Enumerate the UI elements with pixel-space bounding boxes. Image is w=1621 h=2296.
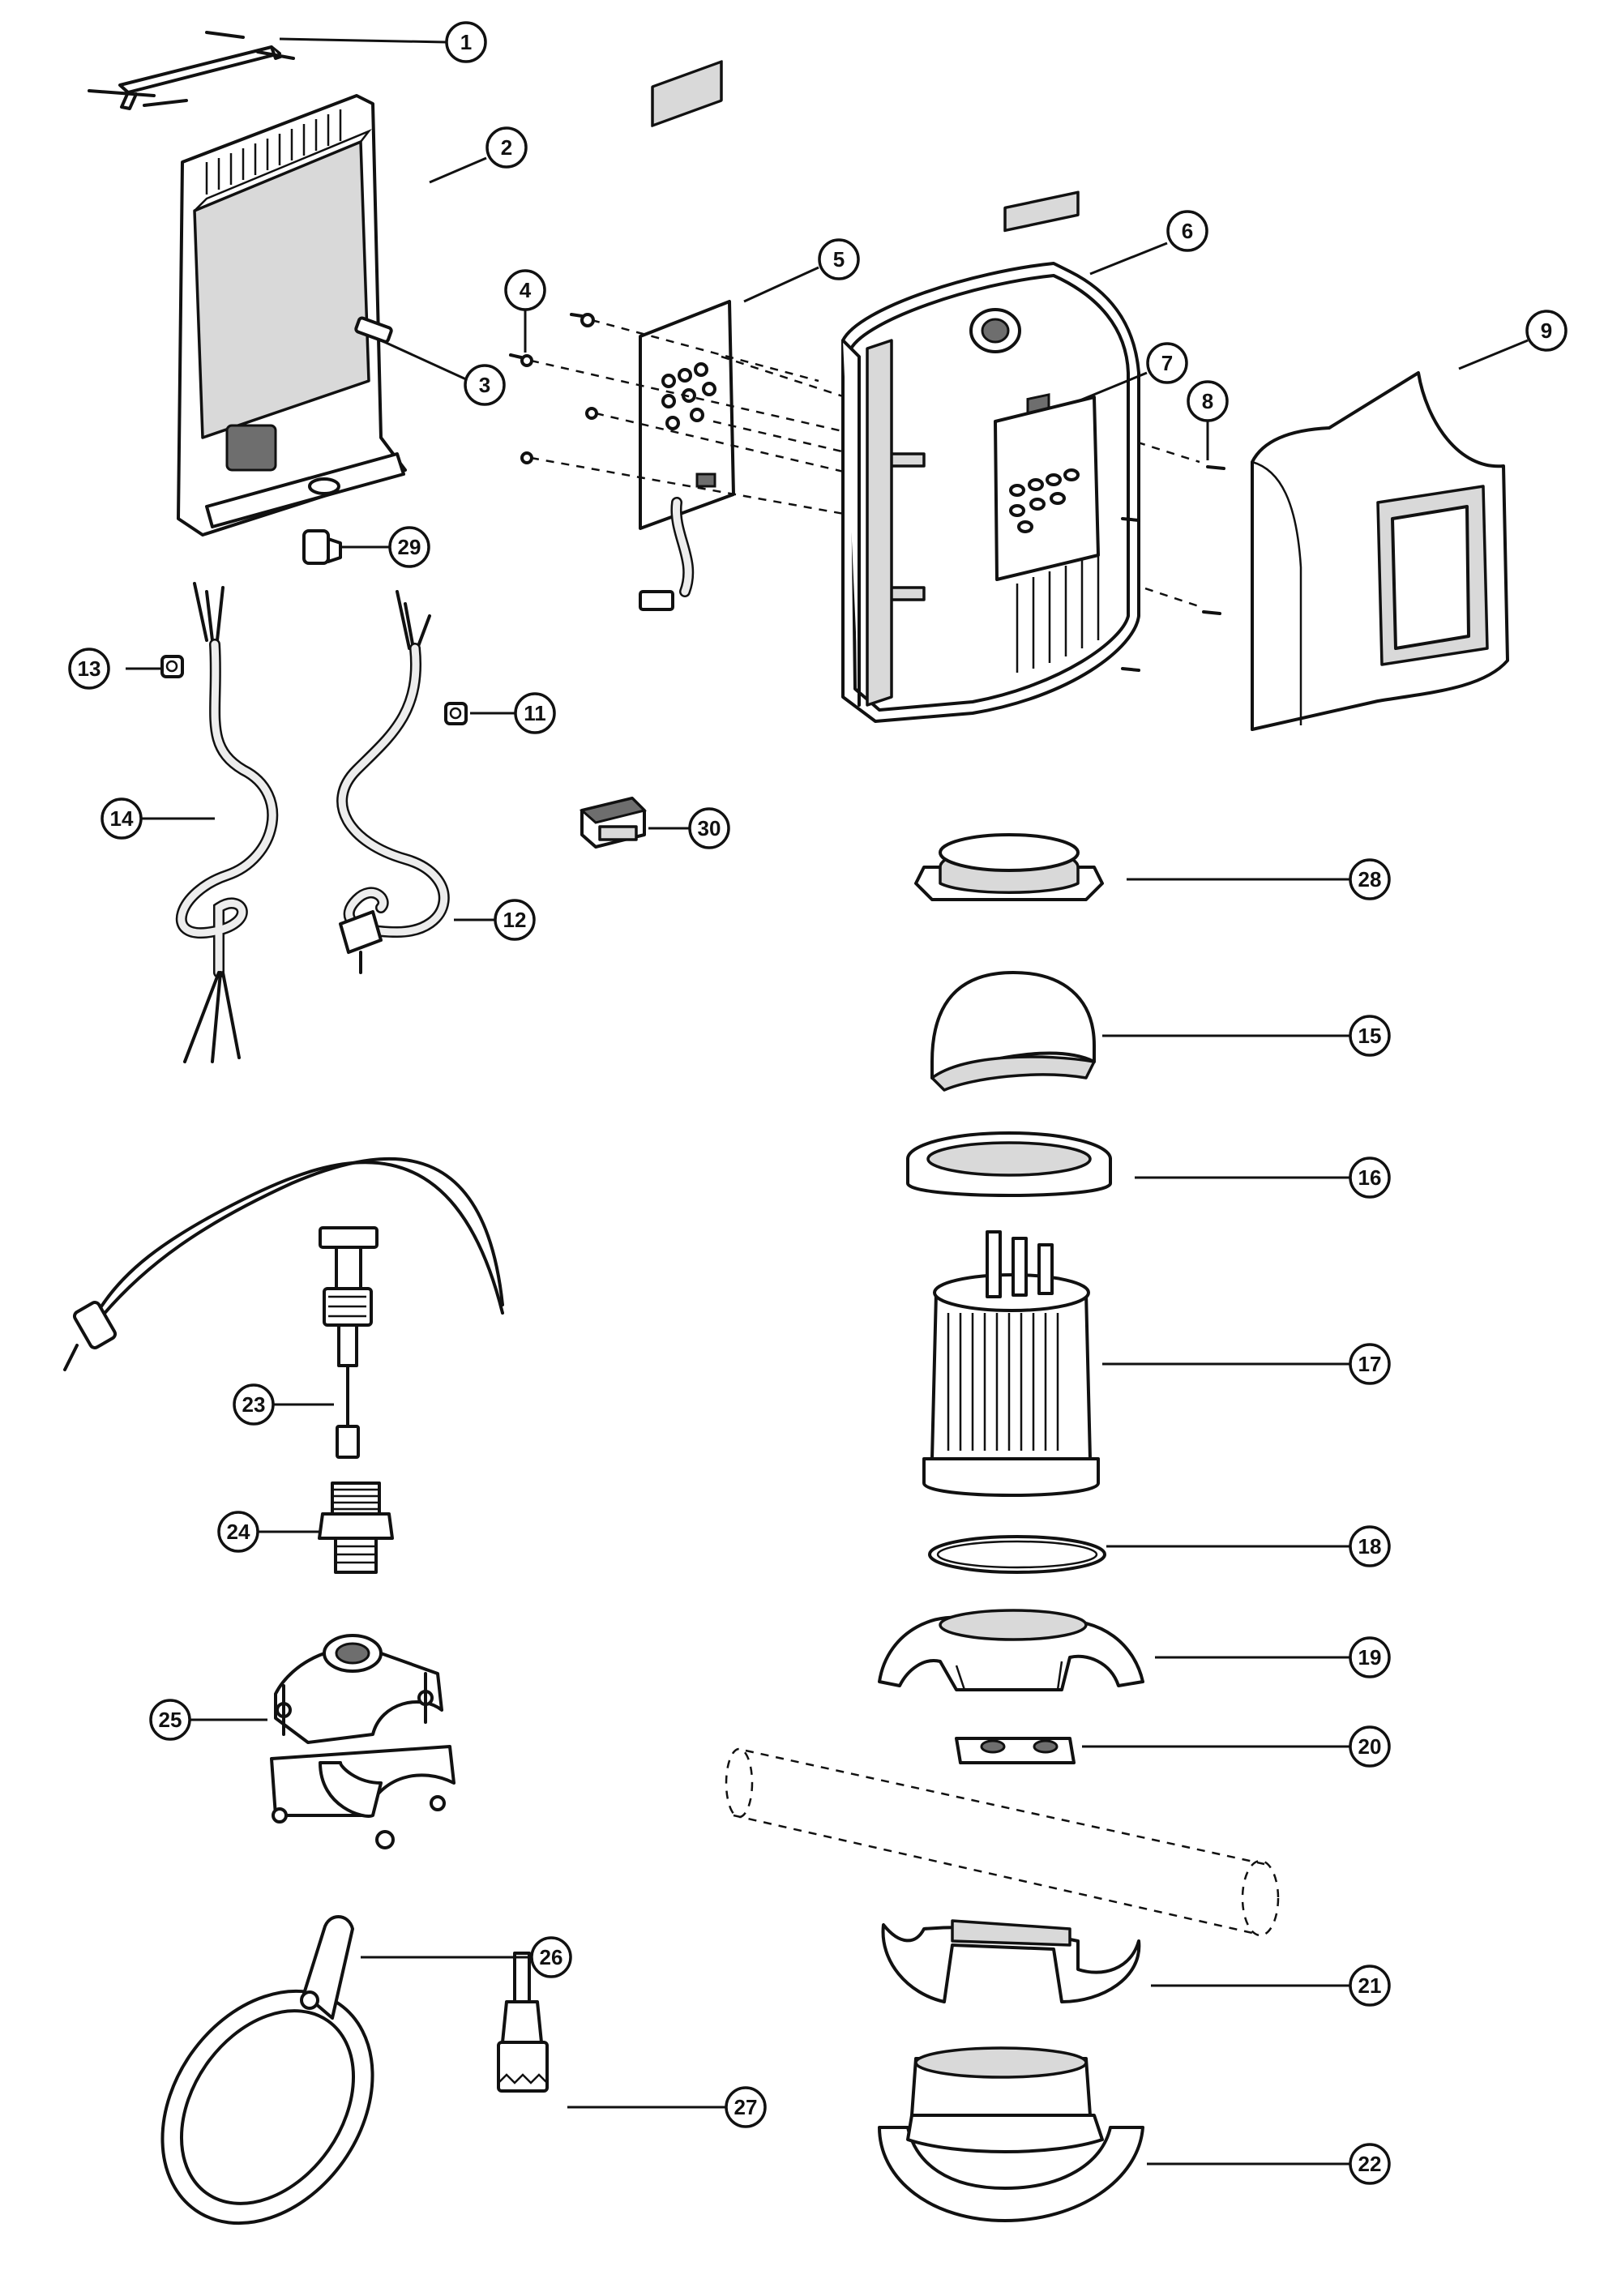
callout-label: 4 [520, 278, 532, 302]
callout-label: 7 [1161, 351, 1173, 375]
callout-14: 14 [101, 797, 143, 840]
callout-13: 13 [68, 648, 110, 690]
callout-20: 20 [1349, 1725, 1391, 1768]
callout-21: 21 [1349, 1965, 1391, 2007]
callout-label: 26 [540, 1945, 563, 1969]
callout-label: 17 [1358, 1352, 1382, 1376]
part-2-power-supply [177, 94, 407, 537]
part-25-saddle-clamp [270, 1634, 456, 1849]
callout-label: 8 [1202, 389, 1213, 413]
callout-label: 14 [110, 806, 134, 831]
callout-2: 2 [485, 126, 528, 169]
callout-28: 28 [1349, 858, 1391, 900]
callout-label: 11 [524, 701, 546, 725]
callout-8: 8 [1187, 380, 1229, 422]
part-28-cap [914, 833, 1104, 901]
callout-18: 18 [1349, 1525, 1391, 1567]
part-7-keypad-overlay [994, 190, 1100, 581]
callout-label: 25 [159, 1708, 182, 1732]
callout-label: 16 [1358, 1165, 1382, 1190]
callout-3: 3 [464, 364, 506, 406]
callout-label: 28 [1358, 867, 1382, 891]
callout-label: 23 [242, 1392, 266, 1417]
callout-label: 27 [734, 2095, 758, 2119]
part-13-cable-gland [160, 655, 184, 678]
callout-label: 5 [833, 247, 845, 272]
callout-22: 22 [1349, 2143, 1391, 2185]
callout-label: 12 [503, 908, 527, 932]
part-26-locking-ring-tool [160, 1915, 374, 2225]
callout-label: 19 [1358, 1645, 1382, 1670]
part-15-dome-cover [930, 971, 1096, 1092]
part-3-fuse [354, 316, 393, 344]
part-24-threaded-nipple [318, 1481, 394, 1574]
part-30-terminal-block [579, 797, 647, 849]
callout-23: 23 [233, 1383, 275, 1426]
callout-29: 29 [388, 526, 430, 568]
part-6-main-housing [841, 262, 1140, 723]
callout-12: 12 [494, 899, 536, 941]
callout-27: 27 [725, 2086, 767, 2128]
callout-11: 11 [514, 692, 556, 734]
part-20-clip [955, 1737, 1076, 1764]
callout-16: 16 [1349, 1157, 1391, 1199]
part-17-electrolytic-cell [922, 1230, 1100, 1497]
callout-15: 15 [1349, 1015, 1391, 1057]
part-27-hole-saw-bit [497, 1952, 549, 2093]
leader-lines [126, 37, 1529, 2166]
callout-label: 3 [479, 373, 490, 397]
part-5-circuit-board [639, 60, 735, 611]
part-1-mounting-bracket [88, 31, 295, 110]
part-23-sensor [63, 1157, 504, 1459]
callout-label: 15 [1358, 1024, 1382, 1048]
callout-label: 20 [1358, 1734, 1382, 1759]
callout-label: 6 [1182, 219, 1193, 243]
callout-25: 25 [149, 1699, 191, 1741]
part-8-screws [1121, 465, 1225, 672]
part-18-o-ring [928, 1535, 1106, 1574]
callout-label: 29 [398, 535, 421, 559]
callout-label: 21 [1358, 1973, 1382, 1998]
callout-label: 22 [1358, 2152, 1382, 2176]
callout-label: 18 [1358, 1534, 1382, 1558]
part-4-screws [509, 313, 598, 464]
callout-label: 30 [698, 816, 721, 840]
callout-6: 6 [1166, 210, 1208, 252]
callout-9: 9 [1525, 310, 1568, 352]
callout-label: 24 [227, 1520, 250, 1544]
part-29-connector [302, 529, 342, 565]
part-22-base-saddle [878, 2046, 1144, 2222]
callout-5: 5 [818, 238, 860, 280]
part-12-power-cord [336, 590, 450, 974]
callout-26: 26 [530, 1936, 572, 1978]
callout-19: 19 [1349, 1636, 1391, 1678]
callout-label: 9 [1541, 319, 1552, 343]
callout-1: 1 [445, 21, 487, 63]
callout-24: 24 [217, 1511, 259, 1553]
callout-label: 2 [501, 135, 512, 160]
callout-30: 30 [688, 807, 730, 849]
part-14-output-cable [175, 582, 279, 1063]
part-21-lower-saddle [881, 1919, 1141, 2003]
callout-17: 17 [1349, 1343, 1391, 1385]
callout-label: 1 [460, 30, 472, 54]
part-16-threaded-ring [906, 1131, 1112, 1197]
pipe-outline [725, 1747, 1280, 1937]
callout-7: 7 [1146, 342, 1188, 384]
part-9-front-cover [1251, 371, 1509, 731]
part-11-cable-gland [444, 702, 468, 725]
part-19-upper-collar [878, 1609, 1144, 1691]
callout-4: 4 [504, 269, 546, 311]
callout-label: 13 [78, 656, 101, 681]
